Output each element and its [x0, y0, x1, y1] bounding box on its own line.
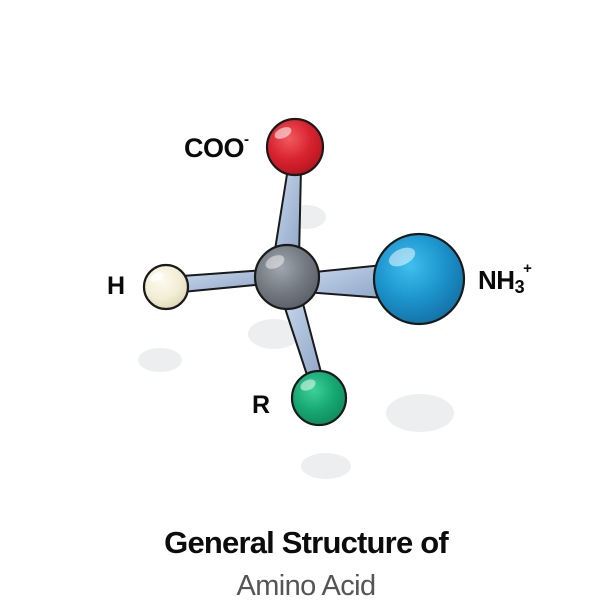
hydrogen-atom — [142, 263, 190, 311]
side-chain-label: R — [252, 391, 270, 419]
amino-subscript: 3 — [515, 277, 525, 297]
shadow-2 — [248, 319, 300, 349]
title-line-2: Amino Acid — [236, 570, 376, 602]
shadow-4 — [386, 394, 454, 432]
hydrogen-label: H — [107, 272, 125, 300]
atoms — [142, 117, 466, 427]
carboxyl-atom — [265, 117, 325, 177]
title-line-1: General Structure of — [164, 525, 449, 560]
side-chain-atom — [290, 369, 348, 427]
central-carbon-atom — [253, 243, 321, 311]
amino-charge: + — [523, 260, 532, 277]
carboxyl-charge: - — [244, 131, 249, 148]
shadow-3 — [138, 348, 182, 372]
amino-label: NH3+ — [478, 260, 532, 297]
carboxyl-label: COO- — [184, 131, 249, 163]
amino-atom — [372, 232, 466, 326]
atom-labels: COO- NH3+ H R — [107, 131, 533, 419]
bond-carbon-hydrogen — [181, 269, 267, 293]
diagram-title: General Structure of Amino Acid — [0, 524, 612, 606]
shadow-5 — [301, 453, 351, 479]
